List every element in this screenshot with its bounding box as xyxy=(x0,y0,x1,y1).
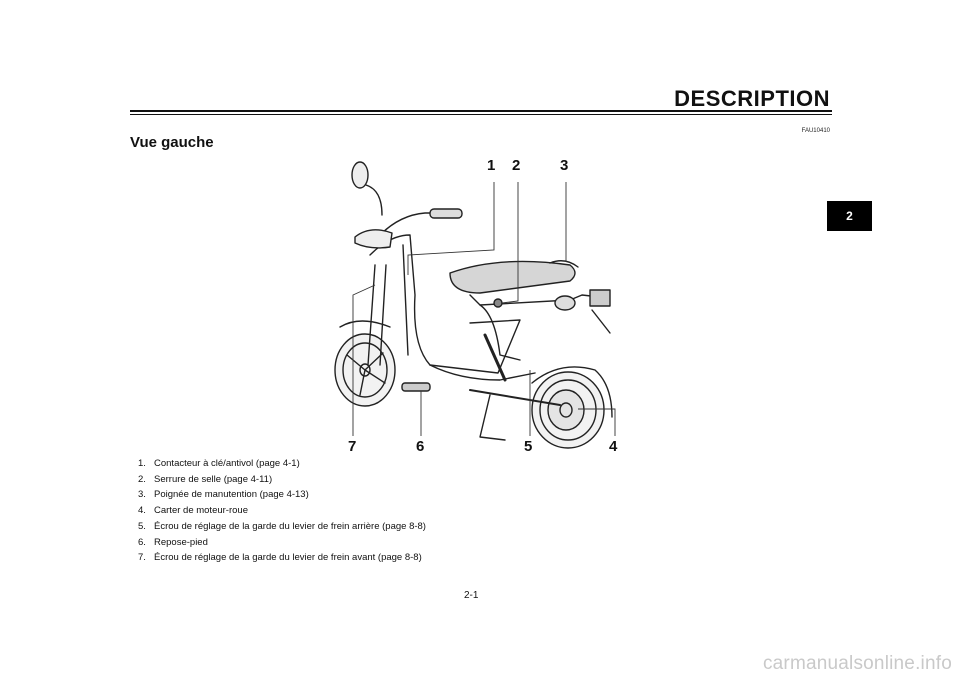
handlebar-grip xyxy=(429,208,463,219)
center-stand xyxy=(479,394,506,441)
mirror-stem xyxy=(365,184,383,216)
page-number: 2-1 xyxy=(464,590,479,601)
legend-text[interactable]: Écrou de réglage de la garde du levier d… xyxy=(154,552,422,564)
legend-text: Carter de moteur-roue xyxy=(154,505,248,517)
front-hub xyxy=(359,363,371,377)
floor-panel xyxy=(429,364,536,381)
tail-light xyxy=(589,289,611,307)
front-fork xyxy=(367,264,387,366)
license-bracket xyxy=(591,309,611,334)
legend-item: 3. Poignée de manutention (page 4-13) xyxy=(138,487,426,503)
seat xyxy=(449,260,576,294)
page-header-title: DESCRIPTION xyxy=(674,86,830,111)
parts-legend: 1. Contacteur à clé/antivol (page 4-1) 2.… xyxy=(138,456,426,566)
grab-handle xyxy=(549,260,579,268)
legend-item: 1. Contacteur à clé/antivol (page 4-1) xyxy=(138,456,426,472)
legend-number: 2. xyxy=(138,473,146,485)
document-code: FAU10410 xyxy=(801,128,830,134)
legend-text[interactable]: Contacteur à clé/antivol (page 4-1) xyxy=(154,458,300,469)
watermark[interactable]: carmanualsonline.info xyxy=(762,653,952,674)
hub-motor-cover xyxy=(547,389,585,431)
legend-number: 5. xyxy=(138,520,146,532)
callout-2: 2 xyxy=(512,157,521,174)
chapter-tab[interactable]: 2 xyxy=(827,201,872,231)
scooter-drawing xyxy=(334,161,616,449)
legend-number: 6. xyxy=(138,536,146,548)
legend-item: 2. Serrure de selle (page 4-11) xyxy=(138,472,426,488)
swingarm xyxy=(469,389,561,406)
legend-text[interactable]: Écrou de réglage de la garde du levier d… xyxy=(154,520,426,532)
callout-5: 5 xyxy=(524,438,533,455)
legend-text[interactable]: Poignée de manutention (page 4-13) xyxy=(154,489,309,501)
scooter-illustration: 1 2 3 4 5 6 7 xyxy=(320,155,640,455)
header-rule-thin xyxy=(130,114,832,115)
header-rule xyxy=(130,110,832,112)
legend-number: 3. xyxy=(138,489,146,501)
legend-item: 4. Carter de moteur-roue xyxy=(138,503,426,519)
mirror xyxy=(351,161,369,189)
turn-signal xyxy=(554,295,576,311)
callout-4: 4 xyxy=(609,438,618,455)
hub-center xyxy=(559,402,573,418)
footpeg xyxy=(401,382,431,392)
front-fender xyxy=(339,320,391,328)
leader-line-4 xyxy=(578,408,616,436)
rear-fender xyxy=(531,366,613,418)
legend-item: 6. Repose-pied xyxy=(138,535,426,551)
legend-number: 4. xyxy=(138,505,146,517)
leader-line-7 xyxy=(352,284,376,436)
callout-1: 1 xyxy=(487,157,496,174)
leader-line-2 xyxy=(501,182,519,304)
rear-panel xyxy=(479,304,521,361)
rear-shock xyxy=(483,333,507,382)
legend-text[interactable]: Serrure de selle (page 4-11) xyxy=(154,473,273,485)
rear-body xyxy=(469,294,601,306)
legend-number: 7. xyxy=(138,552,146,564)
callout-3: 3 xyxy=(560,157,569,174)
legend-text: Repose-pied xyxy=(154,536,208,548)
seat-lock xyxy=(493,298,503,308)
leader-line-1 xyxy=(407,182,495,275)
legend-item: 7. Écrou de réglage de la garde du levier… xyxy=(138,550,426,566)
section-title: Vue gauche xyxy=(130,134,214,151)
callout-6: 6 xyxy=(416,438,425,455)
legend-number: 1. xyxy=(138,458,146,469)
rear-wheel-rim xyxy=(539,379,597,441)
headlight xyxy=(354,229,393,249)
front-wheel-rim xyxy=(342,342,388,398)
callout-7: 7 xyxy=(348,438,357,455)
legend-item: 5. Écrou de réglage de la garde du levier… xyxy=(138,519,426,535)
frame-tube xyxy=(402,244,409,356)
